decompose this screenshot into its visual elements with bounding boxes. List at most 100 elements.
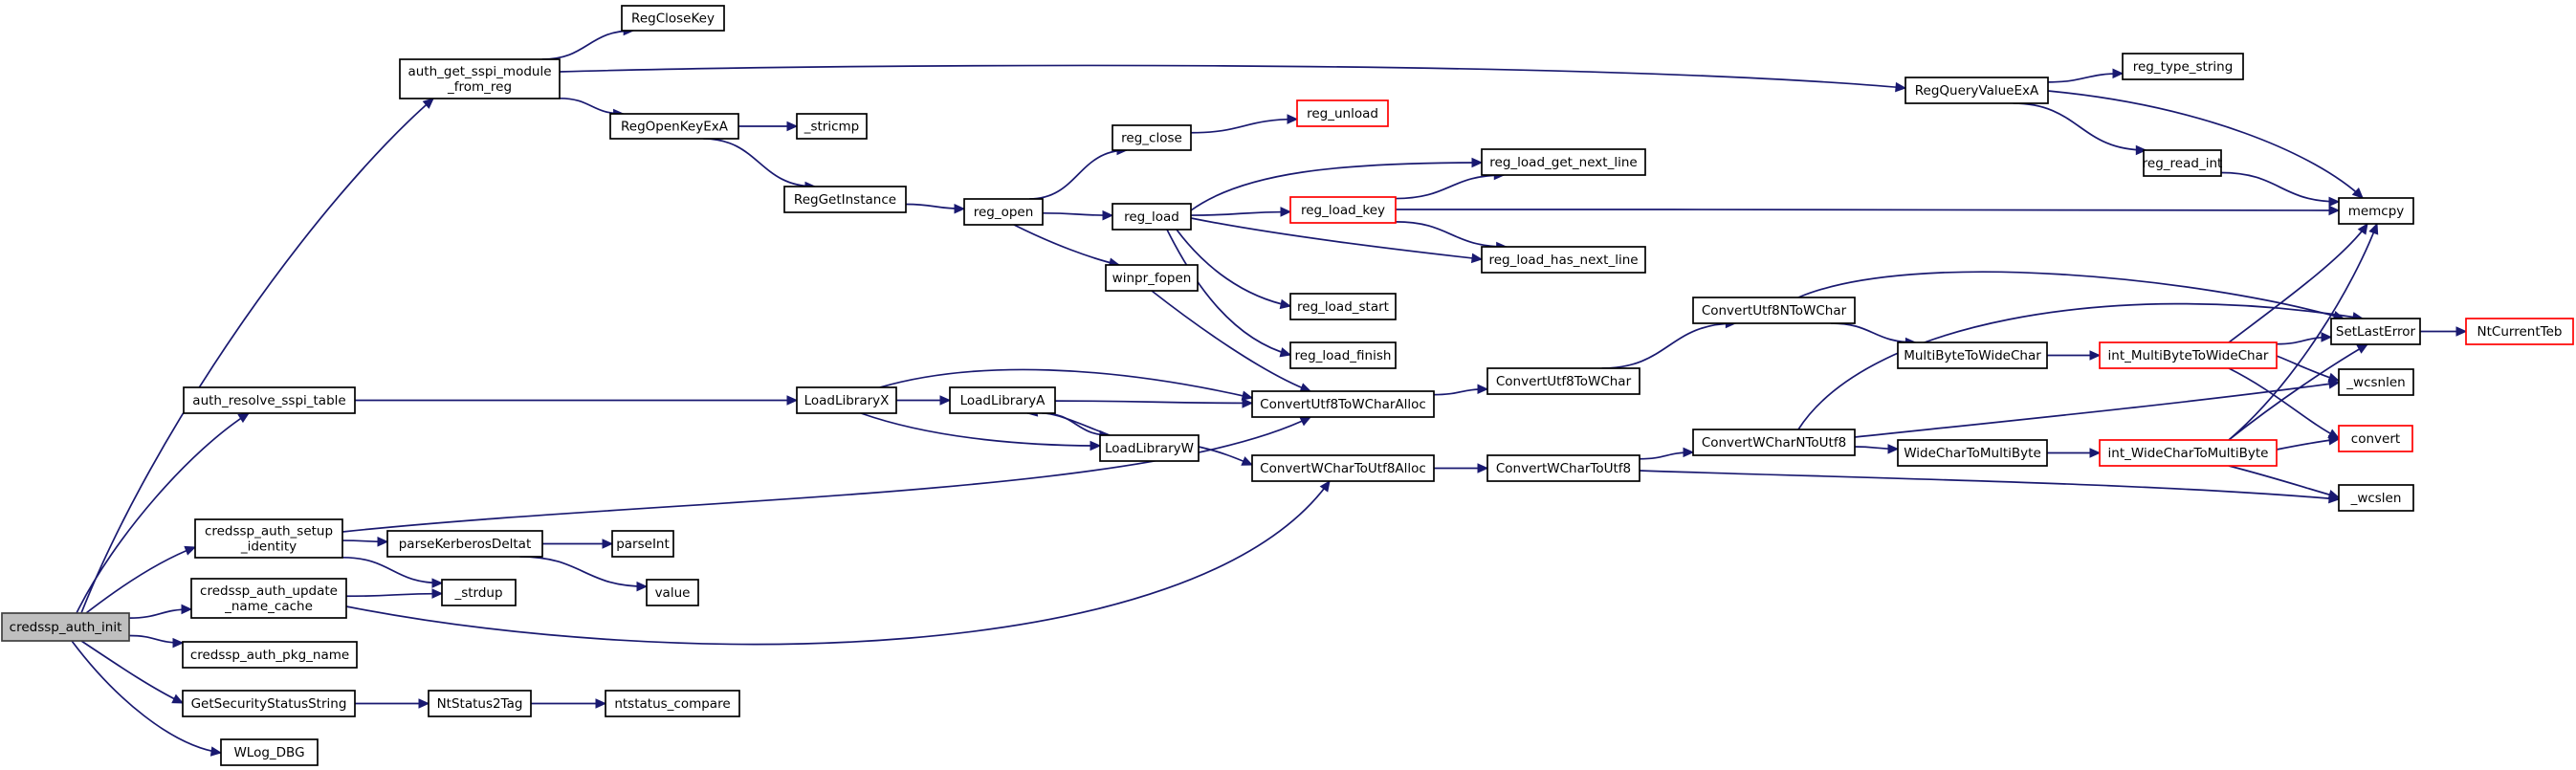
node-box[interactable] <box>949 386 1056 414</box>
node-box[interactable] <box>796 386 897 414</box>
node-loadlibraryw[interactable]: LoadLibraryW <box>1099 434 1200 462</box>
node-convertutf8towcharalloc[interactable]: ConvertUtf8ToWCharAlloc <box>1251 390 1435 418</box>
node-box[interactable] <box>182 690 356 717</box>
node-box[interactable] <box>1692 297 1856 324</box>
node-box[interactable] <box>2099 341 2278 369</box>
node-convertutf8towchar[interactable]: ConvertUtf8ToWChar <box>1486 367 1640 395</box>
node-reg-load-finish[interactable]: reg_load_finish <box>1289 341 1397 369</box>
node-stricmp[interactable]: _stricmp <box>796 113 868 140</box>
node-setlasterror[interactable]: SetLastError <box>2330 318 2421 345</box>
node-box[interactable] <box>609 113 739 140</box>
node-box[interactable] <box>1099 434 1200 462</box>
node-box[interactable] <box>796 113 868 140</box>
node-int-widechartomultibyte[interactable]: int_WideCharToMultiByte <box>2099 439 2278 467</box>
node-reggetinstance[interactable]: RegGetInstance <box>783 186 907 213</box>
node-box[interactable] <box>386 530 543 558</box>
node-box[interactable] <box>1897 439 2048 467</box>
node-reg-load-has-next-line[interactable]: reg_load_has_next_line <box>1481 246 1646 274</box>
node-reg-close[interactable]: reg_close <box>1112 124 1192 151</box>
node-getsecuritystatusstring[interactable]: GetSecurityStatusString <box>182 690 356 717</box>
node-auth-get-sspi[interactable]: auth_get_sspi_module_from_reg <box>399 58 561 99</box>
node-reg-read-int[interactable]: reg_read_int <box>2143 149 2223 177</box>
node-box[interactable] <box>1481 246 1646 274</box>
node-loadlibrarya[interactable]: LoadLibraryA <box>949 386 1056 414</box>
node-box[interactable] <box>1 612 130 642</box>
node-box[interactable] <box>1904 77 2049 104</box>
node-widechartomultibyte[interactable]: WideCharToMultiByte <box>1897 439 2048 467</box>
node-box[interactable] <box>1289 293 1397 320</box>
node-box[interactable] <box>605 690 740 717</box>
node-box[interactable] <box>441 579 517 606</box>
node-int-multibytetowidechar[interactable]: int_MultiByteToWideChar <box>2099 341 2278 369</box>
node-box[interactable] <box>1289 341 1397 369</box>
node-convertwcharntoutf8[interactable]: ConvertWCharNToUtf8 <box>1692 429 1856 456</box>
node-box[interactable] <box>621 5 725 32</box>
node-reg-load-key[interactable]: reg_load_key <box>1289 196 1397 224</box>
node-reg-type-string[interactable]: reg_type_string <box>2122 53 2244 80</box>
node-reg-load-start[interactable]: reg_load_start <box>1289 293 1397 320</box>
node-box[interactable] <box>1251 390 1435 418</box>
node-box[interactable] <box>2122 53 2244 80</box>
node-parseint[interactable]: parseInt <box>611 530 674 558</box>
node-box[interactable] <box>2465 318 2574 345</box>
node-convertwchartoutf8alloc[interactable]: ConvertWCharToUtf8Alloc <box>1251 454 1435 482</box>
node-convert[interactable]: convert <box>2338 425 2413 452</box>
node-wcslen[interactable]: _wcslen <box>2338 484 2414 512</box>
node-box[interactable] <box>1112 203 1192 231</box>
node-box[interactable] <box>1251 454 1435 482</box>
node-reg-unload[interactable]: reg_unload <box>1296 99 1389 127</box>
node-auth-resolve-sspi-table[interactable]: auth_resolve_sspi_table <box>183 386 356 414</box>
node-memcpy[interactable]: memcpy <box>2338 197 2414 225</box>
node-regqueryvalueexa[interactable]: RegQueryValueExA <box>1904 77 2049 104</box>
node-reg-load-get-next-line[interactable]: reg_load_get_next_line <box>1481 148 1646 176</box>
node-multibytetowidechar[interactable]: MultiByteToWideChar <box>1897 341 2048 369</box>
node-box[interactable] <box>963 198 1044 226</box>
node-box[interactable] <box>220 738 319 766</box>
node-box[interactable] <box>183 386 356 414</box>
node-winpr-fopen[interactable]: winpr_fopen <box>1105 264 1199 292</box>
node-box[interactable] <box>182 641 358 669</box>
node-ntstatus2tag[interactable]: NtStatus2Tag <box>428 690 532 717</box>
node-box[interactable] <box>1289 196 1397 224</box>
node-regopenkeyexa[interactable]: RegOpenKeyExA <box>609 113 739 140</box>
node-wcsnlen[interactable]: _wcsnlen <box>2338 368 2414 396</box>
node-reg-load[interactable]: reg_load <box>1112 203 1192 231</box>
node-credssp-auth-init[interactable]: credssp_auth_init <box>1 612 130 642</box>
node-parsekerberosdeltat[interactable]: parseKerberosDeltat <box>386 530 543 558</box>
node-credssp-auth-setup-identity[interactable]: credssp_auth_setup_identity <box>194 518 343 559</box>
node-box[interactable] <box>1296 99 1389 127</box>
node-strdup[interactable]: _strdup <box>441 579 517 606</box>
node-box[interactable] <box>2338 484 2414 512</box>
node-box[interactable] <box>1105 264 1199 292</box>
node-regclosekey[interactable]: RegCloseKey <box>621 5 725 32</box>
node-box[interactable] <box>1486 367 1640 395</box>
node-box[interactable] <box>783 186 907 213</box>
node-ntcurrentteb[interactable]: NtCurrentTeb <box>2465 318 2574 345</box>
node-box[interactable] <box>190 578 347 619</box>
node-box[interactable] <box>1897 341 2048 369</box>
node-credssp-auth-pkg-name[interactable]: credssp_auth_pkg_name <box>182 641 358 669</box>
node-box[interactable] <box>2330 318 2421 345</box>
node-wlog-dbg[interactable]: WLog_DBG <box>220 738 319 766</box>
node-box[interactable] <box>646 579 699 606</box>
node-box[interactable] <box>399 58 561 99</box>
node-credssp-auth-update-name-cache[interactable]: credssp_auth_update_name_cache <box>190 578 347 619</box>
node-box[interactable] <box>194 518 343 559</box>
node-box[interactable] <box>2099 439 2278 467</box>
node-ntstatus-compare[interactable]: ntstatus_compare <box>605 690 740 717</box>
node-box[interactable] <box>1112 124 1192 151</box>
node-box[interactable] <box>1486 454 1640 482</box>
node-box[interactable] <box>1692 429 1856 456</box>
node-box[interactable] <box>428 690 532 717</box>
node-box[interactable] <box>1481 148 1646 176</box>
node-convertwchartoutf8[interactable]: ConvertWCharToUtf8 <box>1486 454 1640 482</box>
node-box[interactable] <box>2338 425 2413 452</box>
node-reg-open[interactable]: reg_open <box>963 198 1044 226</box>
node-box[interactable] <box>2338 368 2414 396</box>
node-loadlibraryx[interactable]: LoadLibraryX <box>796 386 897 414</box>
node-convertutf8ntowchar[interactable]: ConvertUtf8NToWChar <box>1692 297 1856 324</box>
node-box[interactable] <box>611 530 674 558</box>
node-box[interactable] <box>2143 149 2222 177</box>
node-value[interactable]: value <box>646 579 699 606</box>
node-box[interactable] <box>2338 197 2414 225</box>
